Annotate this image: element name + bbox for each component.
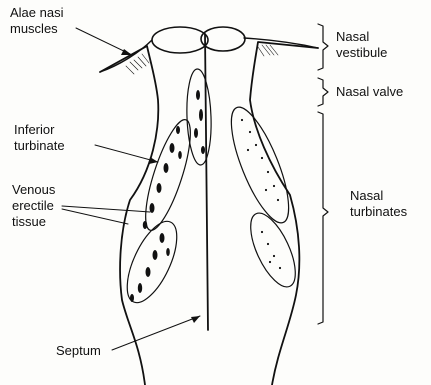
left-turbinate-upper bbox=[137, 116, 199, 235]
label-nasal-turbinates-2: turbinates bbox=[350, 204, 408, 219]
right-ala-hatch bbox=[258, 45, 278, 56]
label-nasal-valve: Nasal valve bbox=[336, 84, 403, 99]
left-turbinate-lower bbox=[117, 215, 187, 310]
leader-venous-2 bbox=[62, 209, 128, 224]
bracket-valve bbox=[318, 78, 328, 106]
bracket-vestibule bbox=[318, 24, 328, 70]
left-upper-venous-marks bbox=[143, 126, 182, 229]
left-nasal-wall bbox=[100, 46, 158, 385]
nasal-valve-lens bbox=[185, 69, 212, 166]
label-nasal-vestibule-1: Nasal bbox=[336, 29, 369, 44]
label-alae-nasi-2: muscles bbox=[10, 21, 58, 36]
label-septum: Septum bbox=[56, 343, 101, 358]
arrow-inferior-turbinate bbox=[149, 157, 158, 164]
label-venous-3: tissue bbox=[12, 214, 46, 229]
label-venous-2: erectile bbox=[12, 198, 54, 213]
arrow-alae-nasi bbox=[121, 49, 132, 55]
bracket-turbinates bbox=[318, 112, 328, 324]
label-venous-1: Venous bbox=[12, 182, 56, 197]
label-nasal-turbinates-1: Nasal bbox=[350, 188, 383, 203]
label-inferior-turbinate-1: Inferior bbox=[14, 122, 55, 137]
label-alae-nasi-1: Alae nasi bbox=[10, 5, 64, 20]
left-lower-venous-marks bbox=[130, 233, 170, 302]
leader-venous-1 bbox=[62, 206, 150, 212]
right-lower-dots bbox=[261, 231, 281, 269]
left-nostril bbox=[152, 27, 208, 53]
arrow-septum bbox=[191, 316, 200, 323]
leader-septum bbox=[112, 316, 200, 350]
right-upper-dots bbox=[241, 119, 279, 201]
right-turbinate-upper bbox=[220, 101, 300, 229]
label-nasal-vestibule-2: vestibule bbox=[336, 45, 387, 60]
leader-inferior-turbinate bbox=[95, 145, 158, 162]
valve-venous-marks bbox=[194, 90, 205, 154]
label-inferior-turbinate-2: turbinate bbox=[14, 138, 65, 153]
